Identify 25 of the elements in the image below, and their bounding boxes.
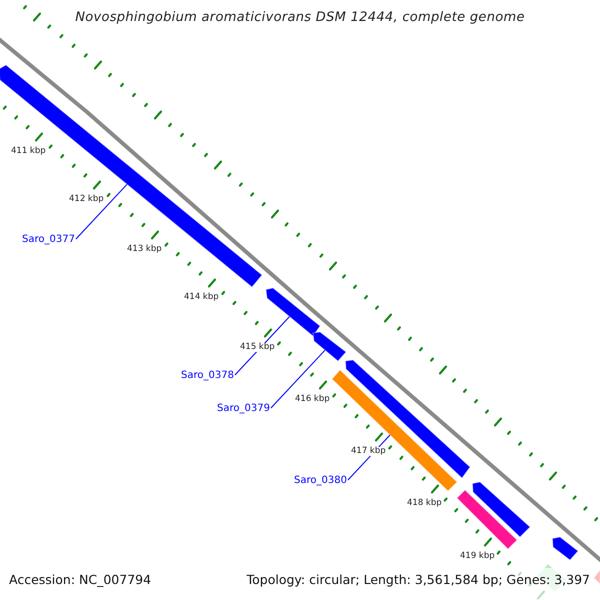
gene-label: Saro_0378 bbox=[181, 371, 234, 381]
gene-feature bbox=[312, 331, 347, 362]
accession-text: Accession: NC_007794 bbox=[9, 574, 152, 586]
axis-tick-label: 418 kbp bbox=[406, 499, 443, 508]
axis-tick-label: 413 kbp bbox=[126, 245, 163, 254]
gene-label: Saro_0380 bbox=[294, 476, 347, 486]
genome-summary-text: Topology: circular; Length: 3,561,584 bp; Genes: 3,397 bbox=[246, 574, 590, 586]
leader-line bbox=[75, 184, 128, 240]
gene-feature bbox=[472, 481, 531, 538]
axis-tick-label: 415 kbp bbox=[239, 343, 276, 352]
gene-feature bbox=[265, 287, 321, 337]
axis-tick-label: 419 kbp bbox=[459, 552, 496, 560]
gene-label: Saro_0379 bbox=[217, 404, 270, 414]
gene-label: Saro_0377 bbox=[22, 235, 75, 245]
axis-tick-label: 414 kbp bbox=[183, 293, 220, 302]
leader-line bbox=[270, 350, 326, 408]
gene-feature bbox=[0, 64, 263, 288]
axis-tick-label: 411 kbp bbox=[10, 147, 47, 156]
axis-tick-label: 412 kbp bbox=[68, 195, 105, 204]
axis-tick-label: 417 kbp bbox=[350, 447, 387, 456]
gene-feature bbox=[456, 489, 518, 550]
gene-feature bbox=[552, 536, 579, 561]
axis-tick-label: 416 kbp bbox=[294, 395, 331, 404]
diagram-title: Novosphingobium aromaticivorans DSM 12444, complete genome bbox=[74, 11, 526, 24]
gene-feature bbox=[344, 359, 471, 479]
